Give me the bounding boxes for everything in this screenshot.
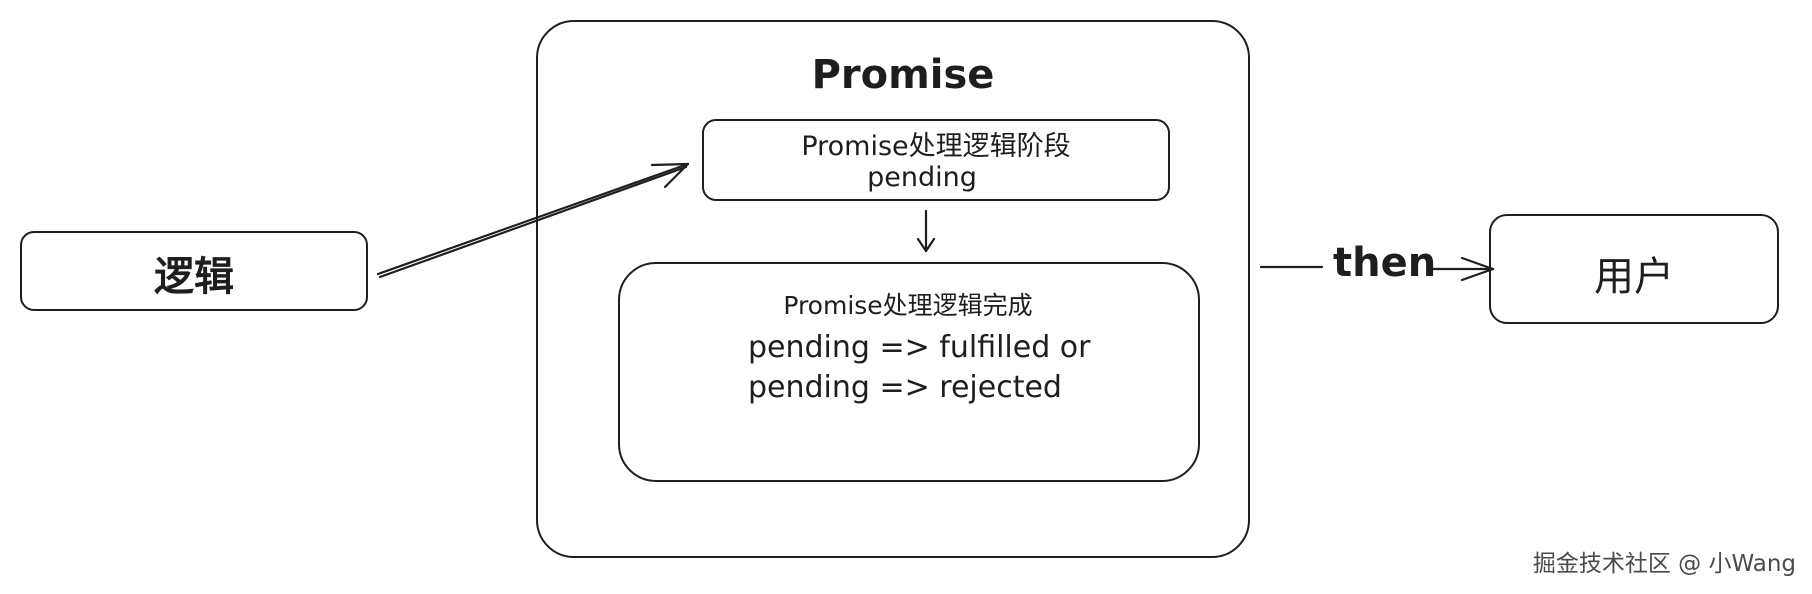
user-node-label: 用户 <box>1594 254 1674 300</box>
user-node <box>1489 214 1779 324</box>
then-to-user-arrow <box>1430 256 1495 282</box>
pending-stage-title: Promise处理逻辑阶段 <box>801 131 1071 162</box>
settled-stage-box <box>618 262 1200 482</box>
logic-node <box>20 231 368 311</box>
pending-to-settled-arrow <box>916 209 936 253</box>
logic-node-label: 逻辑 <box>154 254 234 300</box>
pending-stage-state: pending <box>867 162 977 193</box>
settled-stage-title: Promise处理逻辑完成 <box>783 291 1033 320</box>
settled-stage-line1: pending => fulfilled or <box>748 330 1091 365</box>
watermark-text: 掘金技术社区 @ 小Wang <box>1532 551 1796 577</box>
pending-stage-box <box>702 119 1170 201</box>
settled-stage-line2: pending => rejected <box>748 370 1062 405</box>
logic-to-pending-arrow <box>376 162 690 279</box>
promise-container-title: Promise <box>811 52 995 98</box>
then-label: then <box>1333 240 1437 286</box>
